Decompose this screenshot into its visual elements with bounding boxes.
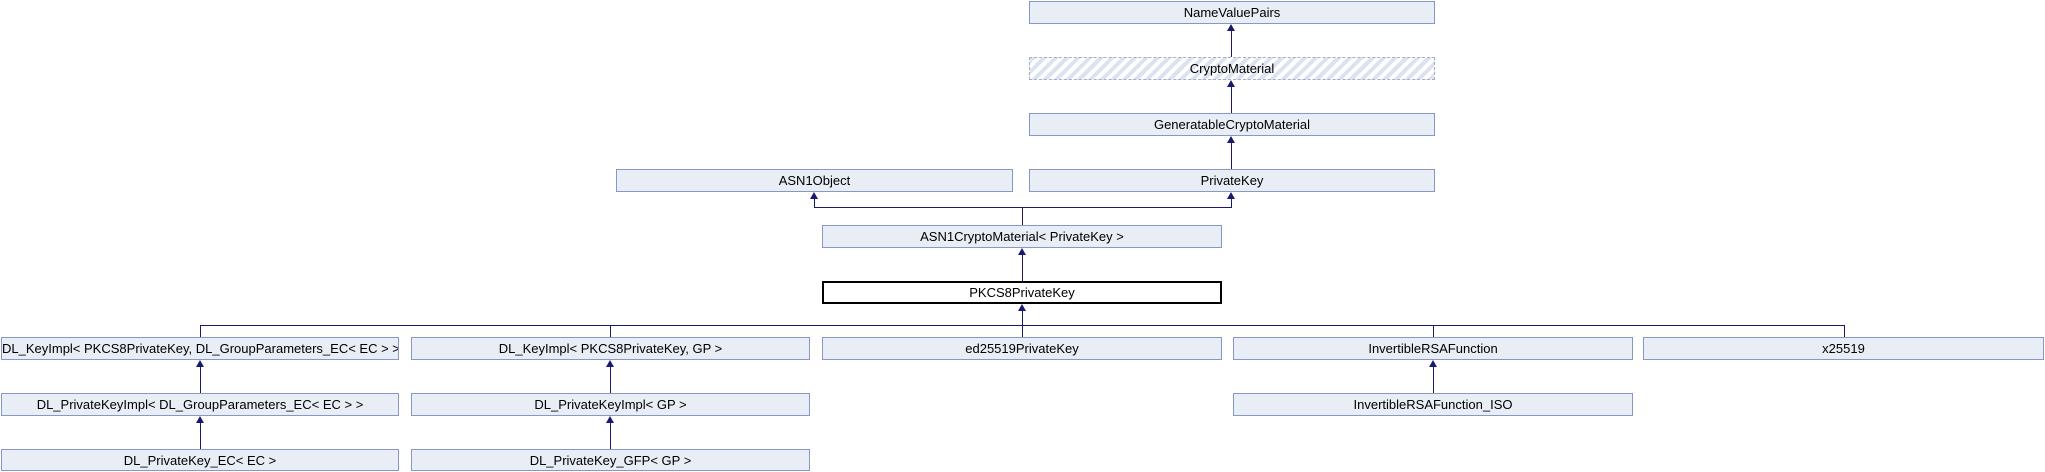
inheritance-edge [200,366,201,393]
arrowhead-up-icon [1227,24,1235,31]
class-node-generatablecryptomaterial[interactable]: GeneratableCryptoMaterial [1029,113,1435,136]
inheritance-edge [200,422,201,449]
inheritance-edge [1231,30,1232,57]
arrowhead-up-icon [1018,248,1026,255]
class-node-namevaluepairs[interactable]: NameValuePairs [1029,1,1435,24]
inheritance-edge [610,325,611,337]
inheritance-edge [610,366,611,393]
class-node-cryptomaterial[interactable]: CryptoMaterial [1029,57,1435,80]
class-node-dl-privatekey-gfp[interactable]: DL_PrivateKey_GFP< GP > [411,449,810,471]
class-node-ed25519privatekey[interactable]: ed25519PrivateKey [822,337,1222,360]
class-node-dl-privatekeyimpl-gp[interactable]: DL_PrivateKeyImpl< GP > [411,393,810,416]
inheritance-edge [1022,207,1023,225]
inheritance-edge [1231,198,1232,207]
class-node-privatekey[interactable]: PrivateKey [1029,169,1435,192]
arrowhead-up-icon [606,416,614,423]
inheritance-edge [1844,325,1845,337]
class-node-dl-keyimpl-ec[interactable]: DL_KeyImpl< PKCS8PrivateKey, DL_GroupPar… [1,337,399,360]
class-node-invertiblersafunction-iso[interactable]: InvertibleRSAFunction_ISO [1233,393,1633,416]
inheritance-edge [1433,325,1434,337]
inheritance-edge [1231,142,1232,169]
arrowhead-up-icon [810,192,818,199]
arrowhead-up-icon [196,360,204,367]
arrowhead-up-icon [1227,136,1235,143]
class-node-x25519[interactable]: x25519 [1643,337,2044,360]
class-node-asn1cryptomaterial[interactable]: ASN1CryptoMaterial< PrivateKey > [822,225,1222,248]
arrowhead-up-icon [1227,80,1235,87]
arrowhead-up-icon [1227,192,1235,199]
class-node-dl-privatekeyimpl-ec[interactable]: DL_PrivateKeyImpl< DL_GroupParameters_EC… [1,393,399,416]
inheritance-edge [814,198,815,207]
class-node-dl-keyimpl-gp[interactable]: DL_KeyImpl< PKCS8PrivateKey, GP > [411,337,810,360]
class-node-invertiblersafunction[interactable]: InvertibleRSAFunction [1233,337,1633,360]
inheritance-edge [200,325,201,337]
inheritance-edge [1022,310,1023,325]
inheritance-edge [1231,86,1232,113]
class-node-asn1object[interactable]: ASN1Object [616,169,1013,192]
arrowhead-up-icon [1018,304,1026,311]
class-node-dl-privatekey-ec[interactable]: DL_PrivateKey_EC< EC > [1,449,399,471]
inheritance-edge [1022,254,1023,281]
inheritance-edge [1022,325,1023,337]
arrowhead-up-icon [1429,360,1437,367]
inheritance-edge [814,207,1232,208]
inheritance-edge [610,422,611,449]
arrowhead-up-icon [196,416,204,423]
class-node-pkcs8privatekey-current: PKCS8PrivateKey [822,281,1222,304]
arrowhead-up-icon [606,360,614,367]
inheritance-edge [1433,366,1434,393]
